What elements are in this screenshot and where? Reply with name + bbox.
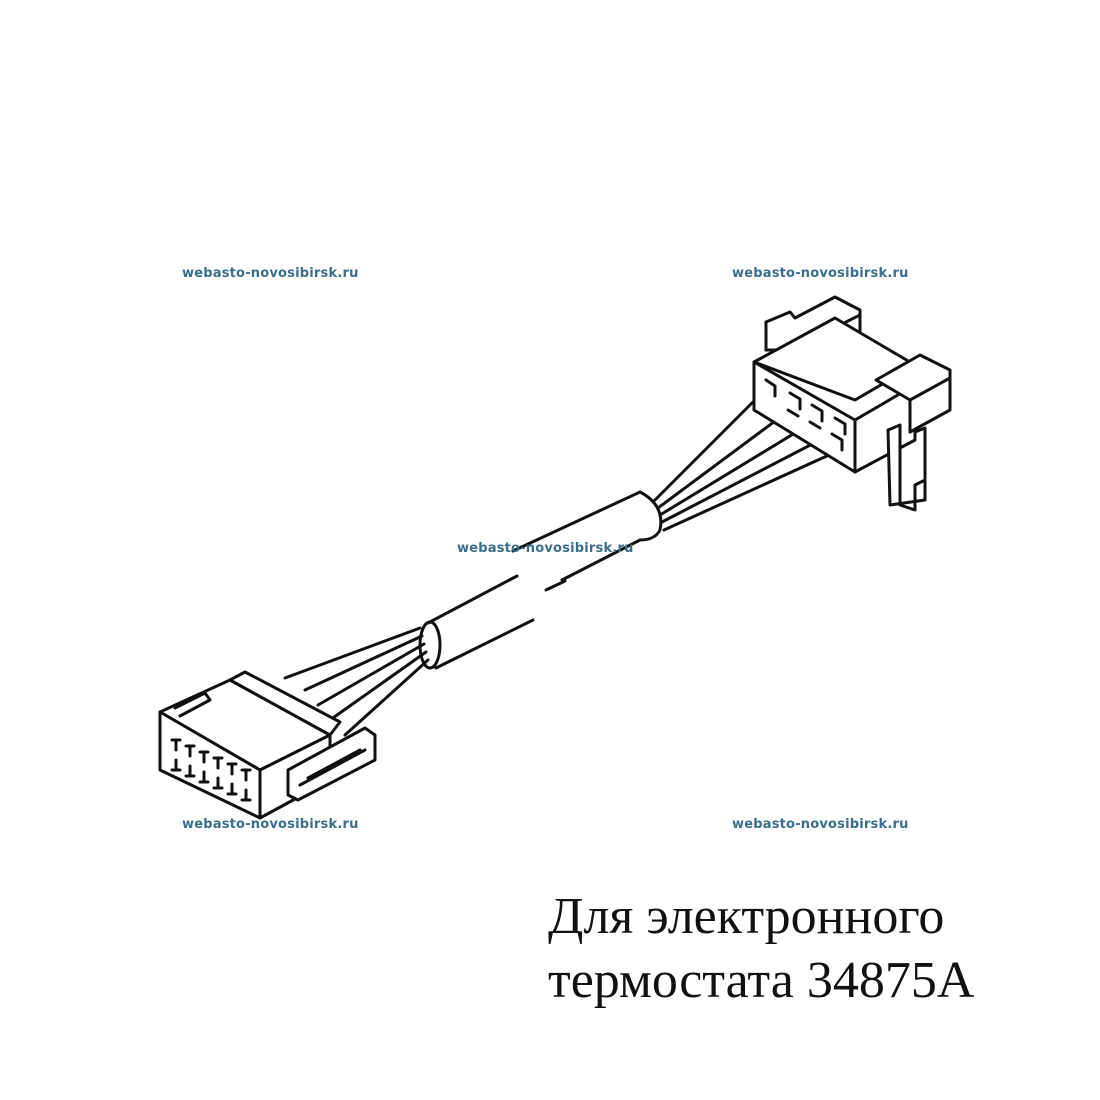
watermark-top-left: webasto-novosibirsk.ru [182,266,359,281]
wires-right [653,393,842,532]
watermark-top-right: webasto-novosibirsk.ru [732,266,909,281]
pin-row-bottom [170,758,252,802]
pin-row-top [170,738,252,782]
caption-line-1: Для электронного [548,888,945,945]
cable-sheath [418,490,663,670]
caption-line-2: термостата 34875А [548,952,975,1009]
left-connector [158,670,377,820]
watermark-center: webasto-novosibirsk.ru [457,541,634,556]
watermark-bottom-left: webasto-novosibirsk.ru [182,817,359,832]
right-connector [752,295,952,512]
watermark-bottom-right: webasto-novosibirsk.ru [732,817,909,832]
caption: Для электронного термостата 34875А [548,885,974,1013]
wires-left [283,626,430,737]
